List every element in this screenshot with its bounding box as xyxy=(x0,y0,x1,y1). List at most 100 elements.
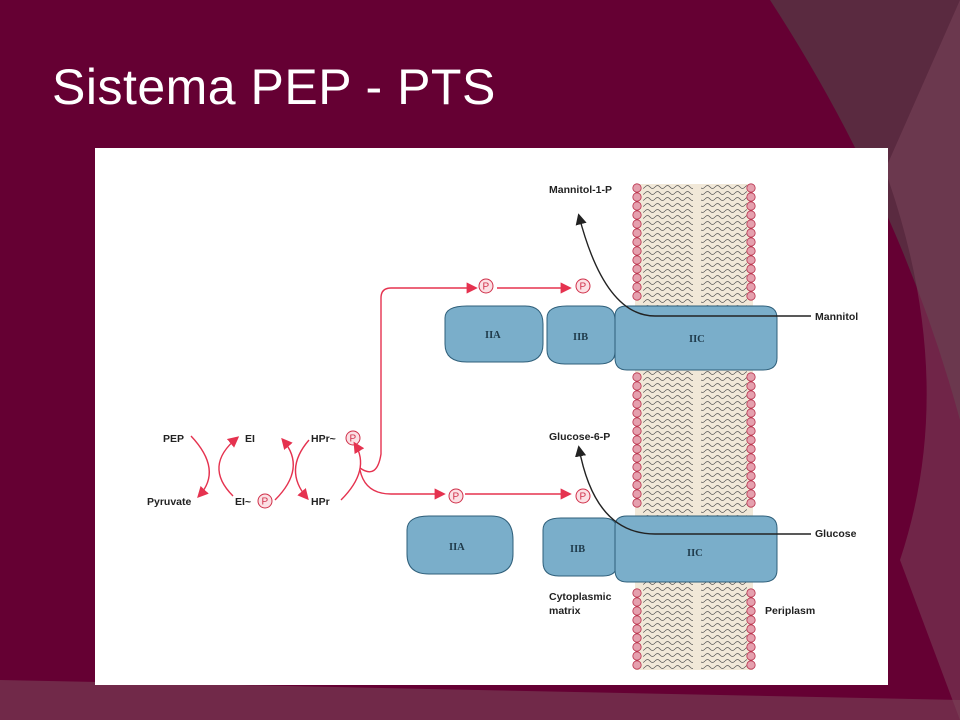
phospholipid-head xyxy=(632,192,642,202)
phospholipid-head xyxy=(746,219,756,229)
phospholipid-head xyxy=(746,444,756,454)
phospholipid-head xyxy=(632,651,642,661)
iia-glucose-phosphate-icon xyxy=(448,488,464,504)
phospholipid-head xyxy=(632,282,642,292)
phospholipid-head xyxy=(746,228,756,238)
phospholipid-head xyxy=(632,219,642,229)
phospholipid-head xyxy=(632,381,642,391)
phospholipid-head xyxy=(746,390,756,400)
mannitol-transport-system: P P IIA IIB IIC Mannitol Mannitol-1-P xyxy=(444,184,858,371)
iia-mannitol-phosphate-letter: P xyxy=(483,282,490,293)
iib-glucose-phosphate-icon xyxy=(575,488,591,504)
phospholipid-head xyxy=(746,282,756,292)
cytoplasmic-label-line2: matrix xyxy=(549,605,581,617)
phospholipid-head xyxy=(746,660,756,670)
ei-label: EI xyxy=(245,433,255,445)
phospholipid-head xyxy=(746,651,756,661)
iib-glucose-label: IIB xyxy=(570,544,585,555)
hpr-p-label: HPr~ xyxy=(311,433,336,445)
phospholipid-head xyxy=(746,480,756,490)
phospholipid-head xyxy=(632,255,642,265)
phospholipid-head xyxy=(632,606,642,616)
phospholipid-head xyxy=(746,210,756,220)
iib-glucose-phosphate-letter: P xyxy=(580,492,587,503)
phospholipid-head xyxy=(632,615,642,625)
pep-to-pyruvate-arrow xyxy=(190,435,210,499)
phospholipid-head xyxy=(632,624,642,634)
iia-mannitol-phosphate-icon xyxy=(478,278,494,294)
background-accent-shape xyxy=(885,0,960,720)
phospholipid-head xyxy=(746,615,756,625)
phospholipid-head xyxy=(632,498,642,508)
phospholipid-head xyxy=(746,246,756,256)
phospholipid-head xyxy=(746,264,756,274)
phospholipid-head xyxy=(746,489,756,499)
phospholipid-head xyxy=(632,264,642,274)
ei-phosphorylation-arrow xyxy=(218,436,240,497)
phospholipid-head xyxy=(632,462,642,472)
phospholipid-head xyxy=(632,183,642,193)
phospholipid-head xyxy=(746,588,756,598)
mannitol-label: Mannitol xyxy=(815,311,858,323)
iia-glucose-phosphate-letter: P xyxy=(453,492,460,503)
pyruvate-label: Pyruvate xyxy=(147,496,192,508)
phospholipid-heads-inner xyxy=(632,183,642,670)
phospholipid-head xyxy=(746,624,756,634)
phospholipid-head xyxy=(632,660,642,670)
iic-glucose-protein xyxy=(614,515,778,583)
mannitol-transport-arrow xyxy=(575,213,811,317)
iia-mannitol-label: IIA xyxy=(485,330,501,341)
ei-phosphate-icon xyxy=(257,493,273,509)
phospholipid-head xyxy=(632,588,642,598)
phospholipid-head xyxy=(746,201,756,211)
phospholipid-head xyxy=(632,210,642,220)
phospholipid-heads-outer xyxy=(746,183,756,670)
phospholipid-head xyxy=(746,426,756,436)
phospholipid-head xyxy=(632,390,642,400)
phospholipid-head xyxy=(746,417,756,427)
iic-mannitol-label: IIC xyxy=(689,334,705,345)
glucose-6-p-label: Glucose-6-P xyxy=(549,431,610,443)
phospholipid-head xyxy=(632,417,642,427)
phospholipid-head xyxy=(632,480,642,490)
hpr-phosphorylation-arrow xyxy=(294,439,310,501)
phospholipid-head xyxy=(746,183,756,193)
phospholipid-head xyxy=(746,399,756,409)
phospholipid-head xyxy=(746,642,756,652)
background-bottom-band xyxy=(0,680,960,720)
cytoplasmic-label-line1: Cytoplasmic xyxy=(549,591,612,603)
ei-p-label: EI~ xyxy=(235,496,251,508)
phospholipid-head xyxy=(632,273,642,283)
phospholipid-head xyxy=(632,489,642,499)
phospholipid-head xyxy=(746,408,756,418)
iib-mannitol-label: IIB xyxy=(573,332,588,343)
phospholipid-head xyxy=(632,597,642,607)
diagram-panel: PEP Pyruvate EI EI~ P HPr~ P HPr P xyxy=(95,148,888,685)
phospholipid-head xyxy=(746,597,756,607)
iia-mannitol-protein xyxy=(444,305,544,363)
phospholipid-head xyxy=(632,444,642,454)
phospholipid-head xyxy=(746,192,756,202)
phospholipid-head xyxy=(746,273,756,283)
ei-dephosphorylation-arrow xyxy=(274,437,294,501)
phospholipid-head xyxy=(632,633,642,643)
pts-diagram: PEP Pyruvate EI EI~ P HPr~ P HPr P xyxy=(147,183,858,670)
cell-membrane xyxy=(632,183,756,670)
iib-mannitol-phosphate-letter: P xyxy=(580,282,587,293)
phospholipid-head xyxy=(746,606,756,616)
phospholipid-head xyxy=(746,237,756,247)
phospholipid-head xyxy=(632,246,642,256)
phosphate-transfer-paths xyxy=(359,282,572,500)
phospholipid-head xyxy=(746,435,756,445)
iic-mannitol-protein xyxy=(614,305,778,371)
phospholipid-head xyxy=(746,372,756,382)
phospholipid-head xyxy=(632,237,642,247)
phosphorylation-cycle: PEP Pyruvate EI EI~ P HPr~ P HPr xyxy=(147,430,365,509)
hpr-dephosphorylation-arrow xyxy=(340,441,365,501)
phospholipid-head xyxy=(632,228,642,238)
phospholipid-head xyxy=(632,399,642,409)
periplasm-label: Periplasm xyxy=(765,605,815,617)
phospholipid-head xyxy=(746,462,756,472)
hpr-to-iia-glucose-arrow xyxy=(359,469,446,500)
hpr-label: HPr xyxy=(311,496,330,508)
